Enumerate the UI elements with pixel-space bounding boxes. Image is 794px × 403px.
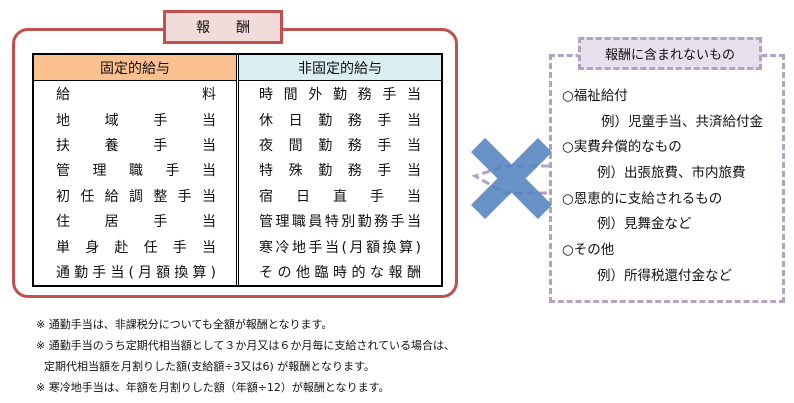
nonfixed-header: 非固定的給与 [239,55,441,82]
cell: その他臨時的な報酬 [259,265,421,282]
excluded-example: 例）見舞金など [597,216,692,232]
note: ※ 通勤手当のうち定期代相当額として３か月又は６か月毎に支給されている場合は、 [36,339,456,352]
cell: 休日勤務手当 [259,112,421,129]
table-row: 宿日直手当 [239,183,441,208]
excluded-title: 報酬に含まれないもの [578,37,762,70]
nonfixed-column: 非固定的給与 時間外勤務手当 休日勤務手当 夜間勤務手当 特殊勤務手当 宿日直手… [239,55,441,285]
excluded-example: 例）児童手当、共済給付金 [601,114,763,130]
table-row: 住居手当 [34,209,236,234]
cell: 初任給調整手当 [56,188,216,205]
excluded-example: 例）出張旅費、市内旅費 [597,165,746,181]
cell: 住居手当 [56,214,216,231]
remuneration-title: 報酬 [163,10,283,44]
cross-icon [470,137,553,220]
cell: 給料 [56,87,216,104]
fixed-header: 固定的給与 [34,55,236,82]
table-row: その他臨時的な報酬 [239,260,441,285]
excluded-item: ○福祉給付 [562,88,628,104]
excluded-example: 例）所得税還付金など [597,268,732,284]
table-row: 単身赴任手当 [34,234,236,259]
table-row: 給料 [34,81,236,106]
note: ※ 寒冷地手当は、年額を月割りした額（年額÷12）が報酬となります。 [36,381,390,394]
table-row: 時間外勤務手当 [239,81,441,106]
excluded-item: ○その他 [562,242,615,258]
cell: 扶養手当 [56,138,216,155]
excluded-item: ○恩恵的に支給されるもの [562,191,723,207]
note: 定期代相当額を月割りした額(支給額÷3又は6) が報酬となります。 [44,360,375,373]
remuneration-table: 固定的給与 給料 地域手当 扶養手当 管理職手当 初任給調整手当 住居手当 単身… [32,53,443,287]
cell: 特殊勤務手当 [259,163,421,180]
note: ※ 通勤手当は、非課税分についても全額が報酬となります。 [36,318,333,331]
table-row: 管理職員特別勤務手当 [239,209,441,234]
cell: 宿日直手当 [259,188,421,205]
table-row: 休日勤務手当 [239,107,441,132]
cell: 時間外勤務手当 [259,87,421,104]
table-row: 寒冷地手当(月額換算) [239,234,441,259]
table-row: 地域手当 [34,107,236,132]
cell: 寒冷地手当(月額換算) [259,239,421,256]
cell: 管理職手当 [56,163,216,180]
table-row: 特殊勤務手当 [239,158,441,183]
table-row: 初任給調整手当 [34,183,236,208]
cell: 管理職員特別勤務手当 [259,214,421,231]
fixed-column: 固定的給与 給料 地域手当 扶養手当 管理職手当 初任給調整手当 住居手当 単身… [34,55,239,285]
cell: 地域手当 [56,112,216,129]
cell: 夜間勤務手当 [259,138,421,155]
excluded-item: ○実費弁償的なもの [562,139,682,155]
table-row: 扶養手当 [34,132,236,157]
cell: 単身赴任手当 [56,239,216,256]
table-row: 管理職手当 [34,158,236,183]
cell: 通勤手当(月額換算) [56,265,216,282]
table-row: 通勤手当(月額換算) [34,260,236,285]
table-row: 夜間勤務手当 [239,132,441,157]
